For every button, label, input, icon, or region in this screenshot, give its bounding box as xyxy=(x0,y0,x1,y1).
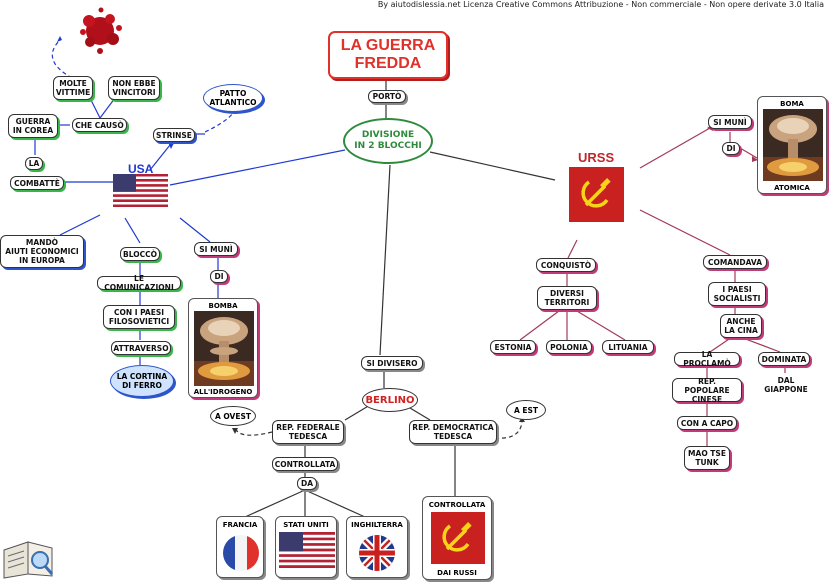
license-credit: By aiutodislessia.net Licenza Creative C… xyxy=(377,0,824,9)
controllata-rft: CONTROLLATA xyxy=(272,457,338,471)
usa-attraverso: ATTRAVERSO xyxy=(111,341,171,355)
con-a-capo: CON A CAPO xyxy=(677,416,737,430)
bomba-idrogeno-card: BOMBA ALL'IDROGENO xyxy=(188,298,258,398)
le-comunicazioni: LE COMUNICAZIONI xyxy=(97,274,181,292)
bomba-atomica-top: BOMA xyxy=(780,100,804,108)
polonia: POLONIA xyxy=(546,340,592,354)
soviet-flag-icon xyxy=(431,512,485,564)
urss-di: DI xyxy=(722,142,740,155)
francia-card: FRANCIA xyxy=(216,516,264,578)
da: DA xyxy=(297,477,317,490)
usa-blocco: BLOCCÒ xyxy=(120,247,160,261)
a-est: A EST xyxy=(506,400,546,420)
mushroom-cloud-icon xyxy=(763,109,823,181)
urss-flag xyxy=(569,167,624,222)
urss-comandava: COMANDAVA xyxy=(703,255,767,269)
urss-si-muni: SI MUNÌ xyxy=(708,115,752,129)
bomba-idrogeno-bottom: ALL'IDROGENO xyxy=(193,388,253,396)
mushroom-cloud-icon xyxy=(194,311,254,386)
bomba-atomica-bottom: ATOMICA xyxy=(774,184,810,192)
usa-la: LA xyxy=(25,157,43,170)
a-ovest: A OVEST xyxy=(210,406,256,426)
dai-russi-card: CONTROLLATA DAI RUSSI xyxy=(422,496,492,580)
estonia: ESTONIA xyxy=(490,340,536,354)
stati-uniti-label: STATI UNITI xyxy=(283,521,329,529)
che-causo: CHE CAUSÒ xyxy=(72,118,127,132)
usa-flag xyxy=(113,174,168,207)
francia-label: FRANCIA xyxy=(222,521,258,529)
inghilterra-label: INGHILTERRA xyxy=(351,521,403,529)
usa-strinse: STRINSE xyxy=(153,128,195,142)
dominata: DOMINATA xyxy=(758,352,810,366)
usa-label: USA xyxy=(128,162,154,176)
urss-conquisto: CONQUISTÒ xyxy=(536,258,596,272)
france-flag-icon xyxy=(223,535,259,571)
usa-flag-icon xyxy=(279,532,335,568)
book-logo-icon xyxy=(2,536,56,580)
controllata-rdt-label: CONTROLLATA xyxy=(428,501,486,509)
la-proclamo: LA PROCLAMÒ xyxy=(674,350,740,368)
bomba-atomica-card: BOMA ATOMICA xyxy=(757,96,827,194)
lituania: LITUANIA xyxy=(602,340,654,354)
porto-node: PORTÒ xyxy=(368,90,406,103)
inghilterra-card: INGHILTERRA xyxy=(346,516,408,578)
urss-label: URSS xyxy=(578,150,615,165)
usa-combatte: COMBATTÈ xyxy=(10,176,64,190)
si-divisero: SI DIVISERO xyxy=(361,356,423,370)
bomba-idrogeno-top: BOMBA xyxy=(208,302,238,310)
usa-si-muni: SI MUNÌ xyxy=(194,242,238,256)
stati-uniti-card: STATI UNITI xyxy=(275,516,337,578)
dai-russi-label: DAI RUSSI xyxy=(437,569,477,577)
berlino-node: BERLINO xyxy=(362,388,418,412)
blood-splatter-icon xyxy=(75,6,125,56)
uk-flag-icon xyxy=(359,535,395,571)
usa-di: DI xyxy=(210,270,228,283)
